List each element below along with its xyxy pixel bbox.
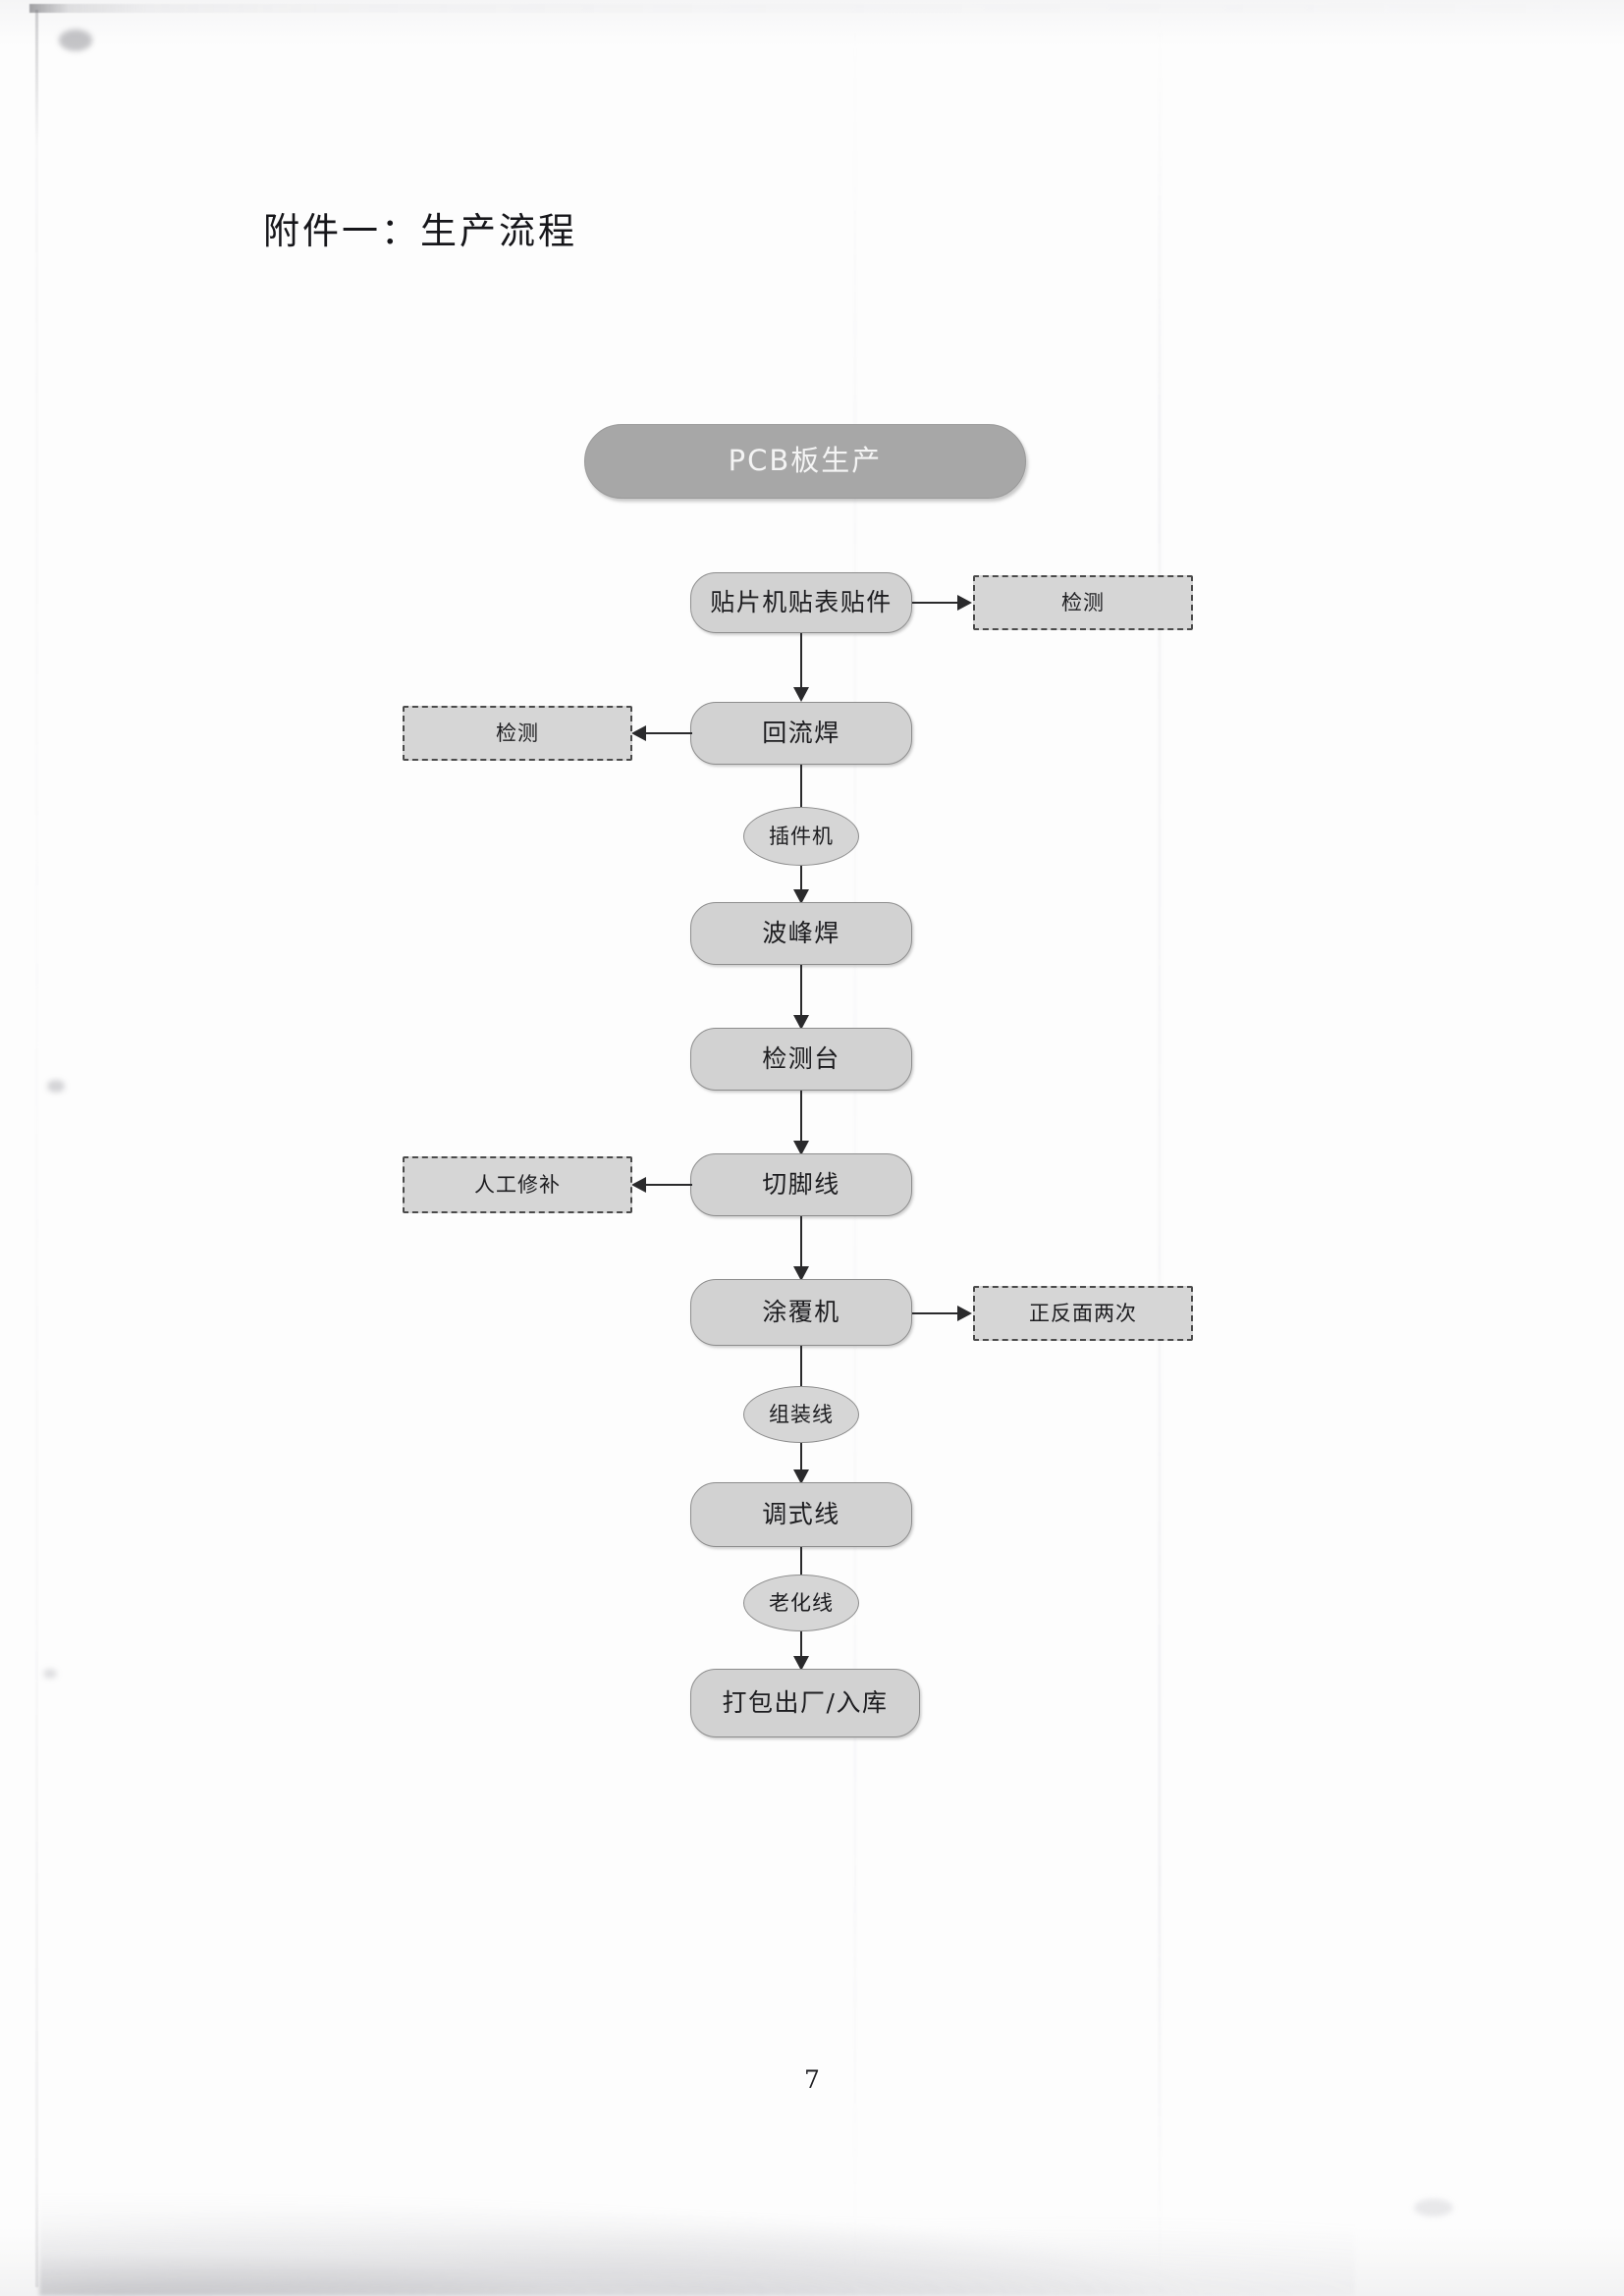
connector-debug-to-aging <box>800 1547 803 1578</box>
flow-node-packing-shipping-warehouse[interactable]: 打包出厂/入库 <box>690 1669 920 1737</box>
scan-fold-line-secondary <box>854 0 856 2296</box>
flow-node-debugging-line[interactable]: 调式线 <box>690 1482 912 1547</box>
scan-edge-top <box>29 4 1561 13</box>
flow-node-pcb-production[interactable]: PCB板生产 <box>584 424 1026 499</box>
scan-fold-line <box>1159 0 1161 2296</box>
flow-annotation-manual-repair[interactable]: 人工修补 <box>403 1156 632 1213</box>
page-title: 附件一：生产流程 <box>263 210 577 252</box>
flow-annotation-smt-inspection[interactable]: 检测 <box>973 575 1193 630</box>
arrowhead-assembly-to-debug <box>793 1469 809 1484</box>
arrowhead-inserter-to-wave <box>793 889 809 904</box>
connector-coating-to-assembly <box>800 1346 803 1389</box>
flow-node-inspection-station[interactable]: 检测台 <box>690 1028 912 1091</box>
scan-edge-left <box>35 10 38 2287</box>
arrowhead-inspection-to-lead-cutting <box>793 1141 809 1155</box>
flow-node-component-inserter[interactable]: 插件机 <box>743 807 859 866</box>
connector-aging-to-packing <box>800 1631 803 1673</box>
flow-annotation-double-sided-twice[interactable]: 正反面两次 <box>973 1286 1193 1341</box>
flow-node-aging-line[interactable]: 老化线 <box>743 1575 859 1631</box>
connector-lead-cutting-to-coating <box>800 1216 803 1279</box>
connector-smt-to-reflow <box>800 633 803 690</box>
connector-reflow-to-inserter <box>800 765 803 810</box>
flow-node-assembly-line[interactable]: 组装线 <box>743 1386 859 1443</box>
flow-node-wave-soldering[interactable]: 波峰焊 <box>690 902 912 965</box>
flow-node-smt-placement[interactable]: 贴片机贴表贴件 <box>690 572 912 633</box>
connector-inserter-to-wave <box>800 866 803 903</box>
flow-annotation-reflow-inspection[interactable]: 检测 <box>403 706 632 761</box>
flow-node-reflow-soldering[interactable]: 回流焊 <box>690 702 912 765</box>
connector-wave-to-inspection-station <box>800 965 803 1028</box>
connector-reflow-to-check <box>633 732 692 735</box>
connector-smt-to-check <box>912 602 959 605</box>
arrowhead-aging-to-packing <box>793 1656 809 1671</box>
connector-assembly-to-debug <box>800 1443 803 1486</box>
arrowhead-wave-to-inspection-station <box>793 1015 809 1030</box>
arrowhead-lead-cutting-to-coating <box>793 1266 809 1281</box>
arrowhead-reflow-to-check <box>631 725 646 741</box>
connector-inspection-to-lead-cutting <box>800 1091 803 1153</box>
arrowhead-smt-to-check <box>957 595 972 611</box>
page-number: 7 <box>804 2065 820 2094</box>
connector-coating-to-note <box>912 1312 959 1315</box>
arrowhead-lead-cutting-to-repair <box>631 1177 646 1193</box>
connector-lead-cutting-to-repair <box>633 1184 692 1187</box>
arrowhead-smt-to-reflow <box>793 687 809 702</box>
flow-node-coating-machine[interactable]: 涂覆机 <box>690 1279 912 1346</box>
flow-node-lead-cutting-line[interactable]: 切脚线 <box>690 1153 912 1216</box>
scan-bottom-smudge <box>39 2178 1355 2296</box>
arrowhead-coating-to-note <box>957 1306 972 1321</box>
